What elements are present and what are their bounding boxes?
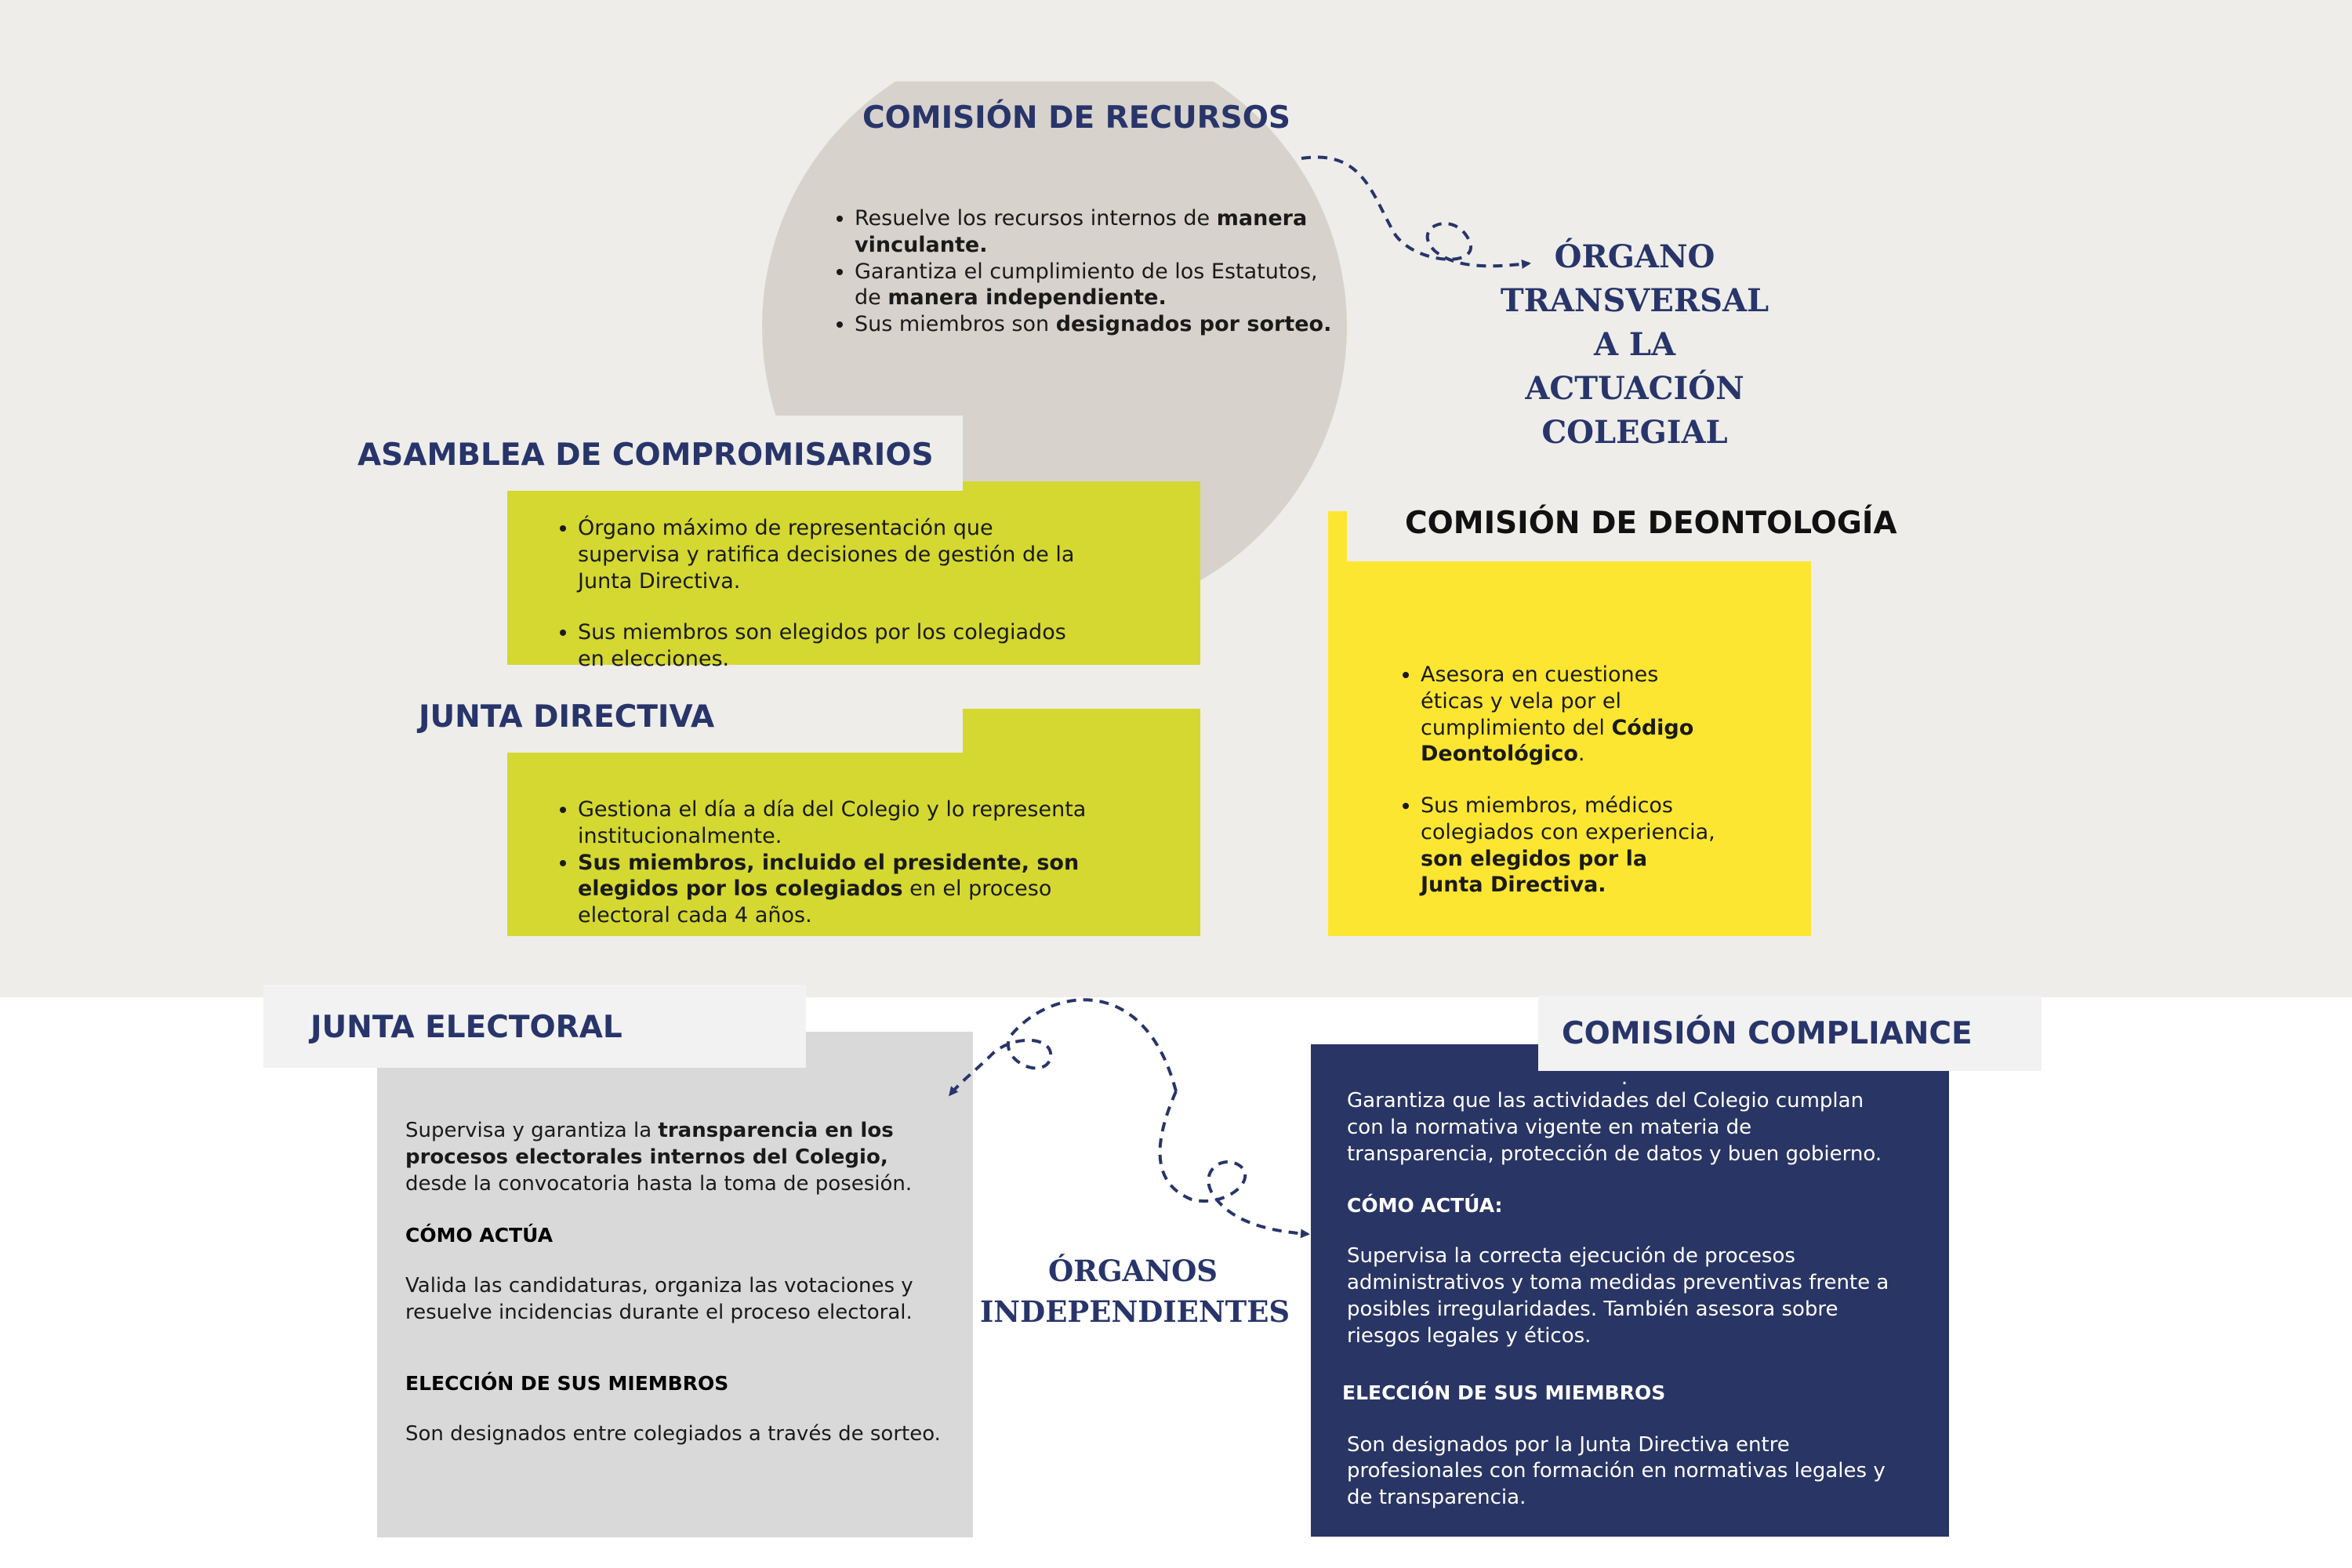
circle-title-band: [823, 0, 1325, 82]
independientes-label: ÓRGANOS INDEPENDIENTES: [980, 1254, 1290, 1329]
recursos-item-2: Garantiza el cumplimiento de los Estatut…: [855, 259, 1334, 312]
compliance-title-tab: [1538, 996, 2042, 1071]
compliance-title: COMISIÓN COMPLIANCE: [1562, 1016, 1973, 1051]
compliance-eleccion: ELECCIÓN DE SUS MIEMBROS: [1342, 1381, 1666, 1404]
asamblea-title-tab: [336, 416, 963, 491]
compliance-eleccion-text: Son designados por la Junta Directiva en…: [1347, 1432, 1886, 1510]
compliance-desc: Garantiza que las actividades del Colegi…: [1347, 1089, 1882, 1166]
recursos-title: COMISIÓN DE RECURSOS: [862, 100, 1290, 136]
compliance-dot: .: [1621, 1066, 1628, 1090]
junta-electoral-como-actua-text: Valida las candidaturas, organiza las vo…: [405, 1274, 913, 1325]
compliance-como-actua: CÓMO ACTÚA:: [1347, 1194, 1503, 1218]
junta-electoral-title: JUNTA ELECTORAL: [310, 1010, 622, 1045]
compliance-como-actua-text: Supervisa la correcta ejecución de proce…: [1347, 1244, 1889, 1348]
deontologia-item-1: Asesora en cuestiones éticas y vela por …: [1421, 662, 1717, 768]
arrow-to-junta-electoral: [949, 998, 1178, 1097]
compliance-box: . Garantiza que las actividades del Cole…: [1311, 1044, 1949, 1537]
junta-directiva-item-2: Sus miembros, incluido el presidente, so…: [578, 850, 1130, 929]
asamblea-title: ASAMBLEA DE COMPROMISARIOS: [358, 437, 934, 473]
arrow-to-compliance: [1158, 1091, 1310, 1239]
deontologia-title: COMISIÓN DE DEONTOLOGÍA: [1405, 506, 1897, 541]
deontologia-box: Asesora en cuestiones éticas y vela por …: [1328, 511, 1811, 936]
deontologia-item-2: Sus miembros, médicos colegiados con exp…: [1421, 793, 1717, 898]
junta-electoral-como-actua: CÓMO ACTÚA: [405, 1224, 554, 1247]
junta-directiva-title-tab: [392, 684, 963, 753]
arrow-recursos-to-transversal: [1301, 155, 1531, 269]
recursos-list: Resuelve los recursos internos de manera…: [833, 205, 1334, 338]
junta-electoral-eleccion: ELECCIÓN DE SUS MIEMBROS: [405, 1371, 729, 1395]
asamblea-box: Órgano máximo de representación que supe…: [507, 481, 1200, 671]
junta-electoral-title-tab: [263, 985, 806, 1068]
asamblea-item-1: Órgano máximo de representación que supe…: [578, 515, 1091, 594]
recursos-item-3: Sus miembros son designados por sorteo.: [855, 311, 1334, 338]
junta-directiva-item-1: Gestiona el día a día del Colegio y lo r…: [578, 797, 1130, 850]
junta-electoral-box: Supervisa y garantiza la transparencia e…: [377, 1032, 973, 1537]
deontologia-title-tab: [1347, 499, 1833, 561]
junta-directiva-title: JUNTA DIRECTIVA: [419, 699, 715, 735]
junta-electoral-eleccion-text: Son designados entre colegiados a través…: [405, 1421, 941, 1446]
junta-electoral-desc: Supervisa y garantiza la transparencia e…: [405, 1119, 913, 1196]
transversal-label: ÓRGANO TRANSVERSAL A LA ACTUACIÓN COLEGI…: [1500, 238, 1769, 451]
asamblea-item-2: Sus miembros son elegidos por los colegi…: [578, 619, 1091, 673]
recursos-item-1: Resuelve los recursos internos de manera…: [855, 205, 1334, 259]
